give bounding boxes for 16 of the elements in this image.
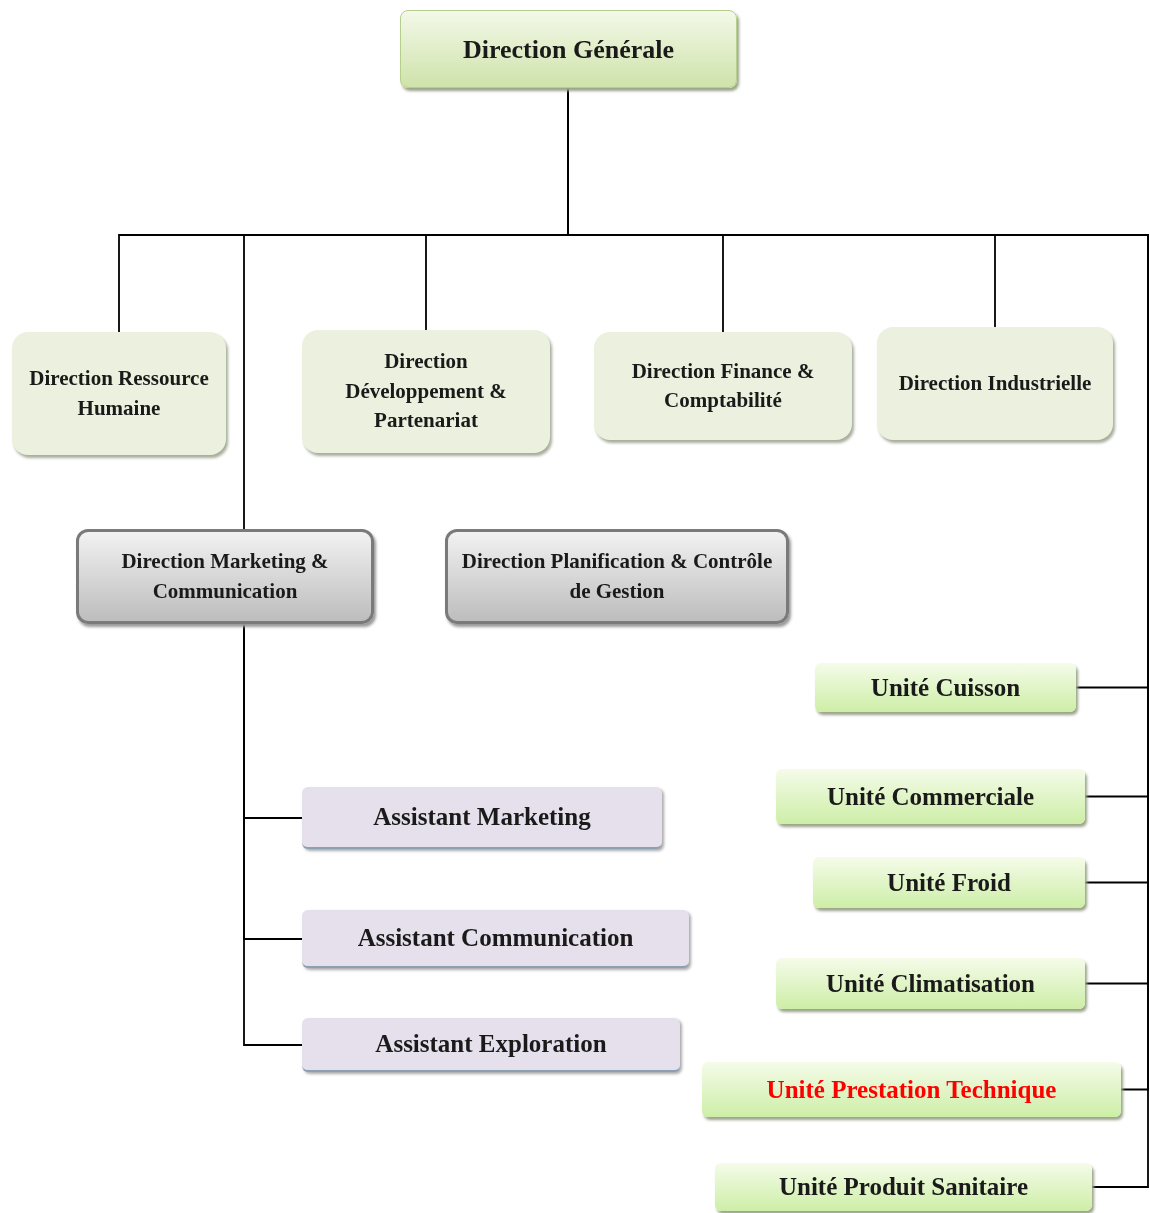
unit-box: Unité Climatisation: [776, 958, 1085, 1009]
department-box: Direction Développement & Partenariat: [302, 330, 550, 453]
department-box: Direction Planification & Contrôle de Gestion: [445, 529, 789, 624]
assistant-box: Assistant Communication: [302, 910, 689, 968]
assistant-box: Assistant Marketing: [302, 787, 662, 849]
unit-box: Unité Prestation Technique: [702, 1062, 1121, 1117]
unit-box: Unité Commerciale: [776, 769, 1085, 824]
unit-box: Unité Cuisson: [815, 663, 1076, 712]
unit-box: Unité Produit Sanitaire: [715, 1163, 1092, 1211]
department-box: Direction Industrielle: [877, 327, 1113, 440]
department-box: Direction Ressource Humaine: [12, 332, 226, 455]
unit-box: Unité Froid: [813, 857, 1085, 908]
department-box: Direction Finance & Comptabilité: [594, 332, 852, 440]
assistant-box: Assistant Exploration: [302, 1018, 680, 1072]
department-box: Direction Marketing & Communication: [76, 529, 374, 624]
department-box: Direction Générale: [400, 10, 737, 88]
